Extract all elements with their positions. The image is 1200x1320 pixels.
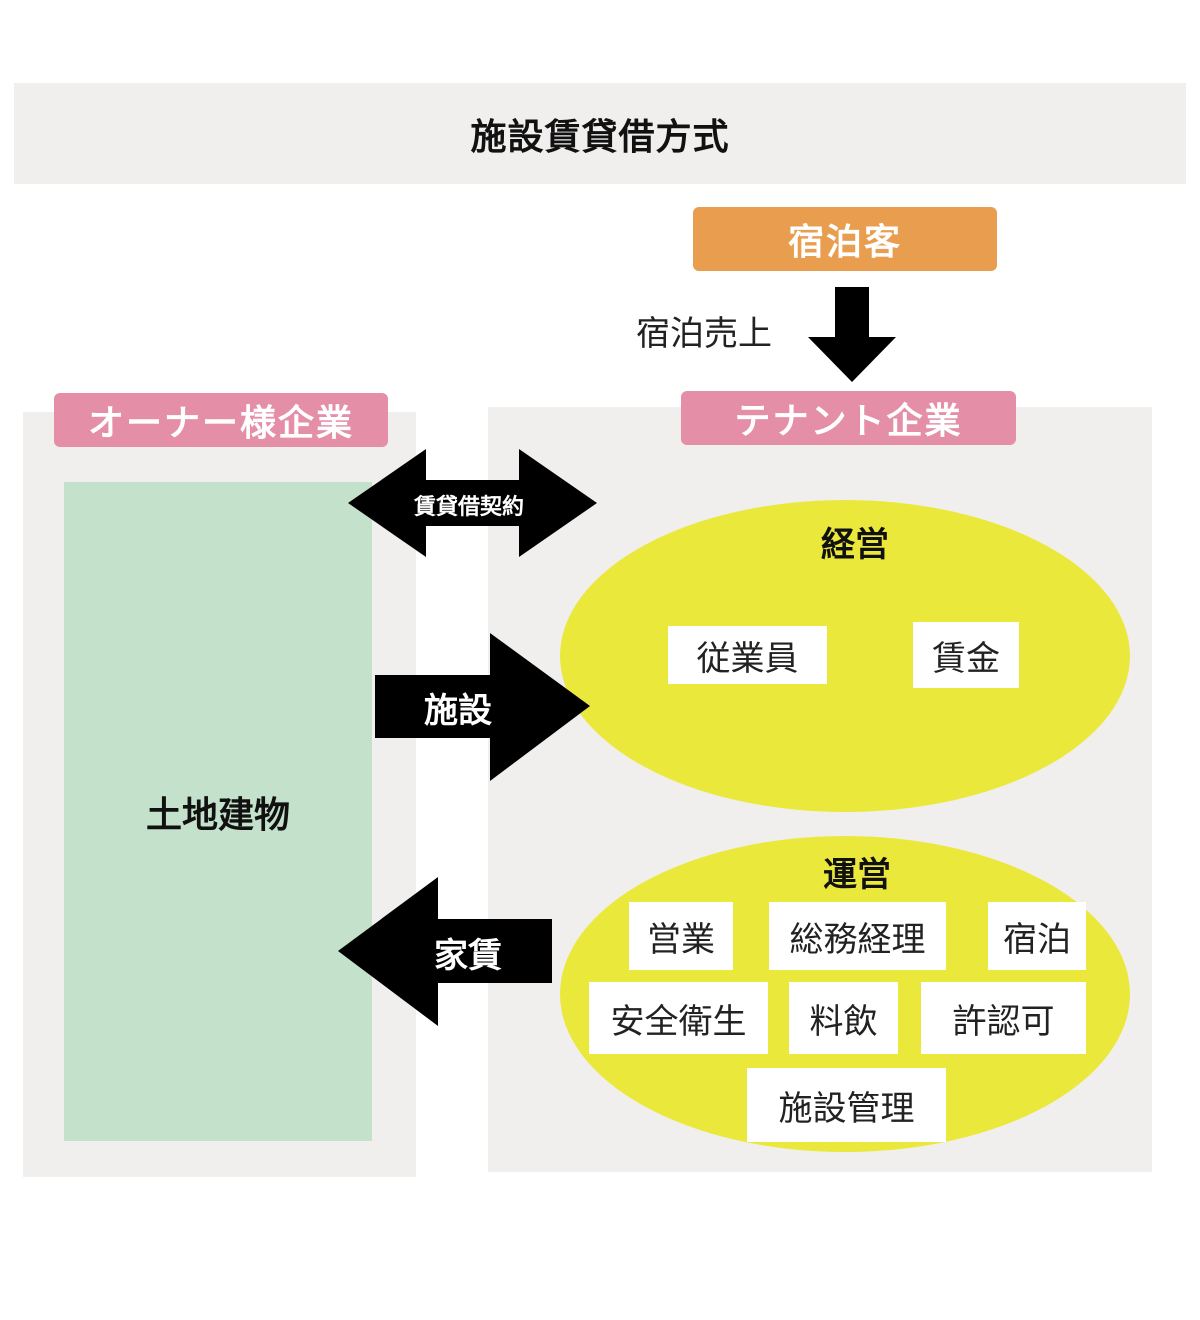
operations-title: 運営 — [823, 855, 891, 895]
operations-item-food-beverage: 料飲 — [789, 982, 898, 1054]
land-building-box: 土地建物 — [64, 482, 372, 1141]
rent-left-arrow — [338, 877, 552, 1026]
operations-item-lodging: 宿泊 — [988, 902, 1086, 970]
facility-label: 施設 — [424, 691, 492, 731]
management-item-wages: 賃金 — [913, 622, 1019, 688]
contract-double-arrow — [348, 449, 597, 557]
contract-label: 賃貸借契約 — [413, 495, 524, 520]
sales-down-arrow — [808, 287, 896, 382]
operations-item-sales: 営業 — [629, 902, 733, 970]
operations-item-facility-management: 施設管理 — [747, 1068, 946, 1142]
operations-item-permits: 許認可 — [921, 982, 1086, 1054]
owner-label: オーナー様企業 — [54, 393, 388, 447]
guest-box: 宿泊客 — [693, 207, 997, 271]
management-title: 経営 — [821, 525, 889, 565]
sales-label: 宿泊売上 — [636, 314, 772, 354]
land-building-label: 土地建物 — [145, 794, 290, 836]
facility-right-arrow — [375, 633, 590, 781]
diagram-title: 施設賃貸借方式 — [14, 83, 1186, 184]
tenant-label: テナント企業 — [681, 391, 1016, 445]
operations-item-general-affairs: 総務経理 — [769, 902, 946, 970]
rent-label: 家賃 — [434, 936, 502, 976]
management-ellipse — [560, 500, 1130, 812]
operations-item-safety-health: 安全衛生 — [589, 982, 768, 1054]
management-item-employees: 従業員 — [668, 626, 827, 684]
